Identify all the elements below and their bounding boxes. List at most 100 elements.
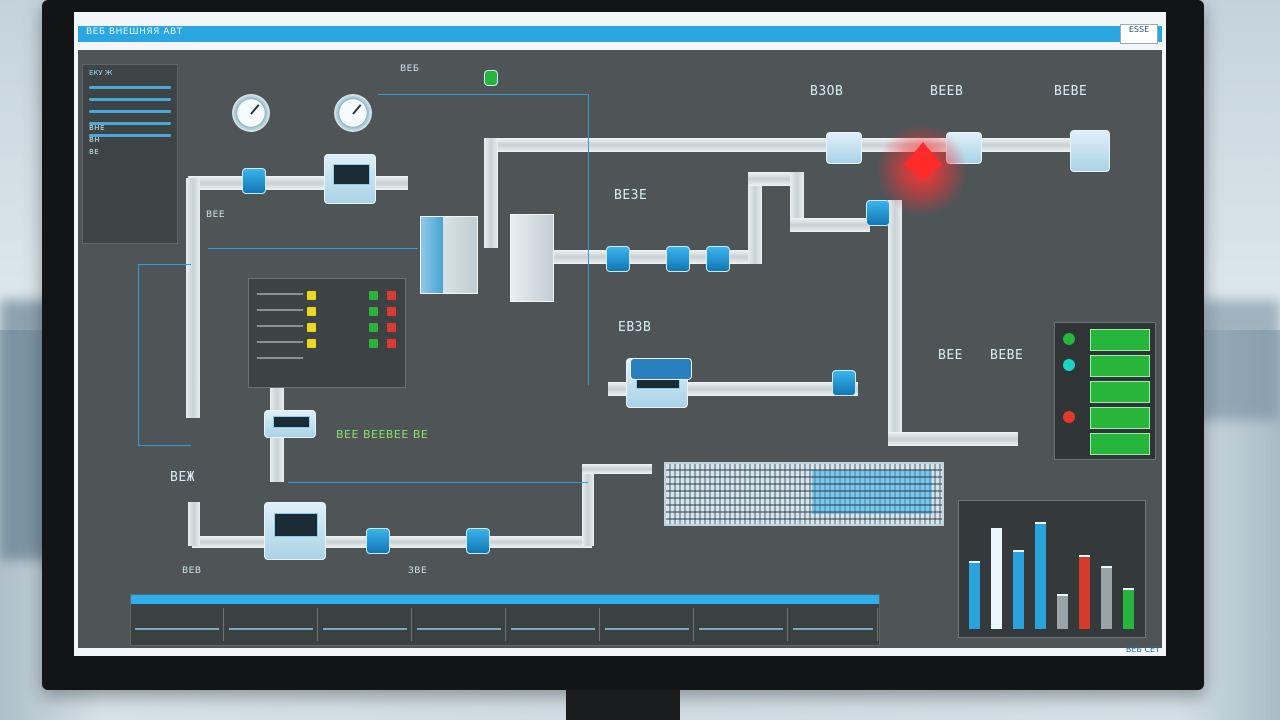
sidebar-row[interactable] — [89, 122, 171, 125]
valve-icon[interactable] — [242, 168, 266, 194]
tank-cabinet[interactable] — [420, 216, 478, 294]
valve-icon[interactable] — [366, 528, 390, 554]
valve-icon[interactable] — [466, 528, 490, 554]
table-row — [257, 341, 303, 343]
red-indicator — [387, 291, 396, 300]
trend-cell[interactable] — [131, 608, 224, 641]
red-status-dot — [1063, 411, 1075, 423]
status-table-panel — [248, 278, 406, 388]
trend-trace — [793, 628, 873, 630]
matrix-highlight — [812, 470, 932, 514]
cyan-status-dot — [1063, 359, 1075, 371]
process-diagram-canvas: ЕКУ Ж ВНЕ ВН ВЕ ВЕБ — [78, 50, 1162, 648]
tank-cabinet[interactable] — [510, 214, 554, 302]
controller-module[interactable] — [826, 132, 862, 164]
label-bottom-mid: ВЕЕ ВЕЕВЕЕ ВЕ — [336, 428, 429, 441]
trend-cell[interactable] — [695, 608, 788, 641]
title-bar: ВЕБ ВНЕШНЯЯ АВТ ESSE — [78, 24, 1162, 44]
controller-module[interactable] — [324, 154, 376, 204]
window-badge-text: ESSE — [1128, 25, 1150, 34]
pipe — [748, 172, 794, 186]
label-bottom-left-a: ВЕЖ — [170, 470, 195, 485]
tank-fill — [421, 217, 444, 293]
yellow-indicator — [307, 323, 316, 332]
pipe — [548, 250, 754, 264]
valve-icon[interactable] — [484, 70, 498, 86]
trend-cell[interactable] — [507, 608, 600, 641]
trend-cell[interactable] — [601, 608, 694, 641]
controller-module[interactable] — [1070, 130, 1110, 172]
status-text: ВЕБ СЕТ — [1125, 645, 1160, 654]
label-mid-b: ВЕЕ — [206, 210, 226, 220]
module-display — [274, 513, 318, 538]
status-button[interactable] — [1090, 433, 1150, 455]
level-bar — [1013, 550, 1024, 629]
valve-icon[interactable] — [666, 246, 690, 272]
label-mid-a: ВЕЗЕ — [614, 188, 648, 203]
pressure-gauge-icon[interactable] — [334, 94, 372, 132]
trend-cell[interactable] — [413, 608, 506, 641]
level-bar — [1079, 555, 1090, 629]
valve-icon[interactable] — [606, 246, 630, 272]
pipe — [484, 138, 498, 248]
yellow-indicator — [307, 339, 316, 348]
sidebar-label: ВНЕ — [89, 124, 105, 132]
sidebar-row[interactable] — [89, 86, 171, 89]
trend-cell[interactable] — [319, 608, 412, 641]
trend-trace — [229, 628, 313, 630]
status-button[interactable] — [1090, 407, 1150, 429]
window-controls-badge[interactable]: ESSE — [1120, 24, 1158, 44]
pipe — [888, 200, 902, 444]
controller-module[interactable] — [264, 410, 316, 438]
green-status-dot — [1063, 333, 1075, 345]
pipe — [888, 432, 1018, 446]
valve-icon[interactable] — [832, 370, 856, 396]
pipe — [790, 218, 870, 232]
red-indicator — [387, 323, 396, 332]
status-button[interactable] — [1090, 329, 1150, 351]
table-row — [257, 357, 303, 359]
pipe — [790, 172, 804, 230]
pressure-gauge-icon[interactable] — [232, 94, 270, 132]
label-top-center: ВЕБ — [400, 64, 420, 74]
table-row — [257, 309, 303, 311]
trend-cell[interactable] — [225, 608, 318, 641]
trend-trace — [135, 628, 219, 630]
data-matrix-display — [664, 462, 944, 526]
background-blur-right — [1200, 300, 1280, 420]
green-indicator — [369, 291, 378, 300]
trend-cell[interactable] — [789, 608, 878, 641]
valve-icon[interactable] — [706, 246, 730, 272]
pipe — [188, 502, 200, 546]
level-bar — [1057, 594, 1068, 629]
sidebar-header: ЕКУ Ж — [89, 69, 113, 77]
pipe — [582, 466, 594, 546]
module-display — [272, 415, 310, 429]
label-top-c: ВЕВЕ — [1054, 84, 1088, 99]
trend-trace — [699, 628, 783, 630]
signal-wire — [378, 94, 589, 385]
sidebar-panel: ЕКУ Ж ВНЕ ВН ВЕ — [82, 64, 178, 244]
label-bottom-left-b: ВЕВ — [182, 566, 202, 576]
sidebar-label: ВН — [89, 136, 101, 144]
signal-wire — [208, 248, 418, 249]
level-bar — [1101, 566, 1112, 629]
level-bars-panel — [958, 500, 1146, 638]
sidebar-label: ВЕ — [89, 148, 100, 156]
controller-module[interactable] — [630, 358, 692, 380]
trend-trace — [417, 628, 501, 630]
sidebar-row[interactable] — [89, 98, 171, 101]
controller-module[interactable] — [264, 502, 326, 560]
pipe — [582, 464, 652, 474]
label-center-top: ЕВЗВ — [618, 320, 652, 335]
level-bar — [1035, 522, 1046, 629]
trend-strip-header — [131, 595, 879, 604]
status-button[interactable] — [1090, 355, 1150, 377]
status-button[interactable] — [1090, 381, 1150, 403]
level-bar — [969, 561, 980, 629]
sidebar-row[interactable] — [89, 134, 171, 137]
sidebar-row[interactable] — [89, 110, 171, 113]
red-indicator — [387, 339, 396, 348]
label-top-b: ВЕЕВ — [930, 84, 964, 99]
module-display — [332, 163, 370, 185]
